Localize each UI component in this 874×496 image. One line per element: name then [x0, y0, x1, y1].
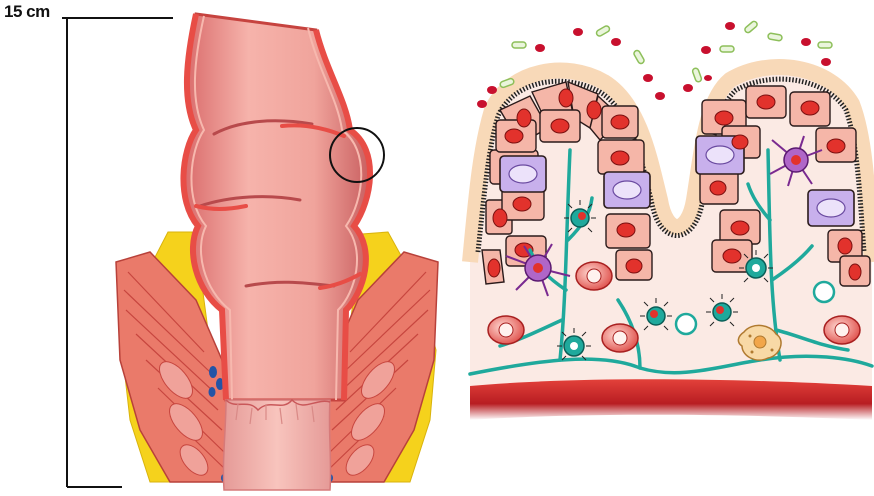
- mucosa-detail: [470, 20, 872, 420]
